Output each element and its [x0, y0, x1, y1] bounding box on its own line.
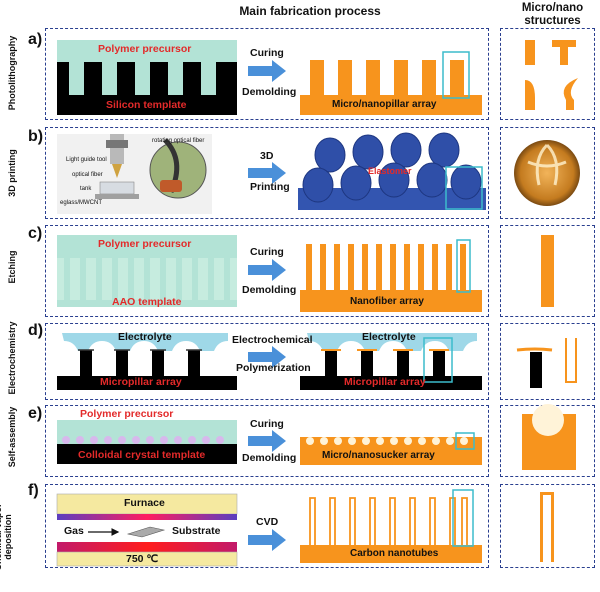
row-d-frame — [45, 323, 489, 400]
row-a-highlight — [442, 51, 470, 99]
row-f-substrate — [126, 526, 166, 538]
row-c-struct-frame — [500, 225, 595, 317]
row-d-template-label: Micropillar array — [100, 376, 182, 388]
row-d-result-pillars — [300, 350, 482, 390]
row-c-template-label: AAO template — [112, 296, 182, 308]
row-f-letter: f) — [28, 482, 39, 499]
row-c-highlight — [456, 239, 471, 293]
row-f-temp-label: 750 ℃ — [126, 553, 159, 565]
row-f-furnace-bottom — [56, 551, 238, 567]
row-d-result: Micropillar array — [344, 376, 426, 388]
row-a-polymer-label: Polymer precursor — [98, 43, 192, 55]
row-f-heater-top — [57, 514, 237, 520]
row-f-substrate-label: Substrate — [172, 525, 221, 537]
row-b-label-4: eglass/MWCNT — [60, 200, 103, 206]
row-b-label-1: Light guide tool — [66, 157, 107, 163]
row-d-letter: d) — [28, 322, 44, 339]
row-a-letter: a) — [28, 31, 43, 48]
row-f-highlight — [452, 489, 474, 547]
row-b-structure — [514, 140, 580, 206]
row-e-frame — [45, 405, 489, 477]
row-f-gas-label: Gas — [64, 525, 84, 537]
row-e-arrow — [248, 430, 286, 452]
row-e-colloids — [62, 436, 224, 444]
row-d-arrow — [248, 346, 286, 368]
row-b-elastomer-domes — [302, 132, 482, 203]
row-d-result-electrolyte-label: Electrolyte — [362, 331, 416, 343]
row-b-step1: 3D — [260, 150, 274, 162]
row-d-step2: Polymerization — [236, 362, 311, 374]
row-e-polymer-label: Polymer precursor — [80, 408, 174, 420]
row-b-label-3: tank — [80, 186, 92, 192]
row-e-template-label: Colloidal crystal template — [78, 449, 206, 461]
row-b-step2: Printing — [250, 181, 290, 193]
row-e-letter: e) — [28, 405, 43, 422]
row-a-step1: Curing — [250, 47, 284, 59]
row-c-arrow — [248, 259, 286, 281]
row-a-result: Micro/nanopillar array — [332, 99, 437, 110]
figure: Main fabrication process Micro/nano stru… — [0, 2, 595, 571]
header-main: Main fabrication process — [239, 4, 381, 18]
row-c-letter: c) — [28, 225, 43, 242]
row-a-structure — [525, 40, 578, 110]
row-c-step1: Curing — [250, 246, 284, 258]
row-d-structure — [516, 338, 577, 388]
row-f-heater-bottom — [57, 542, 237, 552]
row-e-template — [57, 444, 237, 464]
row-a-arrow — [248, 60, 286, 82]
row-b-arrow — [248, 162, 286, 184]
row-d-step1: Electrochemical — [232, 334, 313, 346]
row-c-structure — [541, 235, 554, 307]
row-a-step2: Demolding — [242, 86, 297, 98]
row-e-result: Micro/nanosucker array — [322, 450, 435, 461]
row-e-structure — [522, 404, 576, 470]
diagram-graphics — [56, 40, 580, 567]
row-b-result: Elastomer — [368, 166, 412, 176]
row-b-highlight — [445, 166, 483, 210]
row-c-frame — [45, 225, 489, 317]
row-a-silicon-template — [57, 62, 237, 115]
header-structures: Micro/nano structures — [521, 2, 584, 27]
row-d-electrolyte — [62, 333, 228, 351]
row-d-micropillars — [57, 350, 237, 390]
row-f-structure — [540, 492, 554, 562]
row-e-step2: Demolding — [242, 452, 297, 464]
row-b-letter: b) — [28, 128, 44, 145]
row-f-result: Carbon nanotubes — [350, 548, 439, 559]
row-e-highlight — [455, 432, 475, 450]
row-f-arrow — [248, 529, 286, 551]
row-c-nanofiber-array — [300, 244, 482, 312]
row-f-nanotube-base — [300, 545, 482, 563]
row-c-step2: Demolding — [242, 284, 297, 296]
row-d-struct-frame — [500, 323, 595, 400]
row-f-step1: CVD — [256, 516, 279, 528]
row-f-frame — [45, 484, 489, 568]
row-a-template-label: Silicon template — [106, 99, 187, 111]
row-c-polymer-label: Polymer precursor — [98, 238, 192, 250]
row-a-frame — [45, 28, 489, 120]
row-d-highlight — [423, 337, 453, 383]
row-b-struct-frame — [500, 127, 595, 219]
row-f-struct-frame — [500, 484, 595, 568]
row-d-electrolyte-label: Electrolyte — [118, 331, 172, 343]
row-e-step1: Curing — [250, 418, 284, 430]
row-b-label-0: rotating optical fiber — [152, 138, 205, 144]
row-c-result: Nanofiber array — [350, 296, 424, 307]
row-b-frame — [45, 127, 489, 219]
row-f-furnace-label: Furnace — [124, 497, 165, 509]
row-a-struct-frame — [500, 28, 595, 120]
row-a-pillar-array — [300, 60, 482, 115]
row-f-nanotubes — [309, 497, 468, 546]
row-b-label-2: optical fiber — [72, 172, 103, 178]
